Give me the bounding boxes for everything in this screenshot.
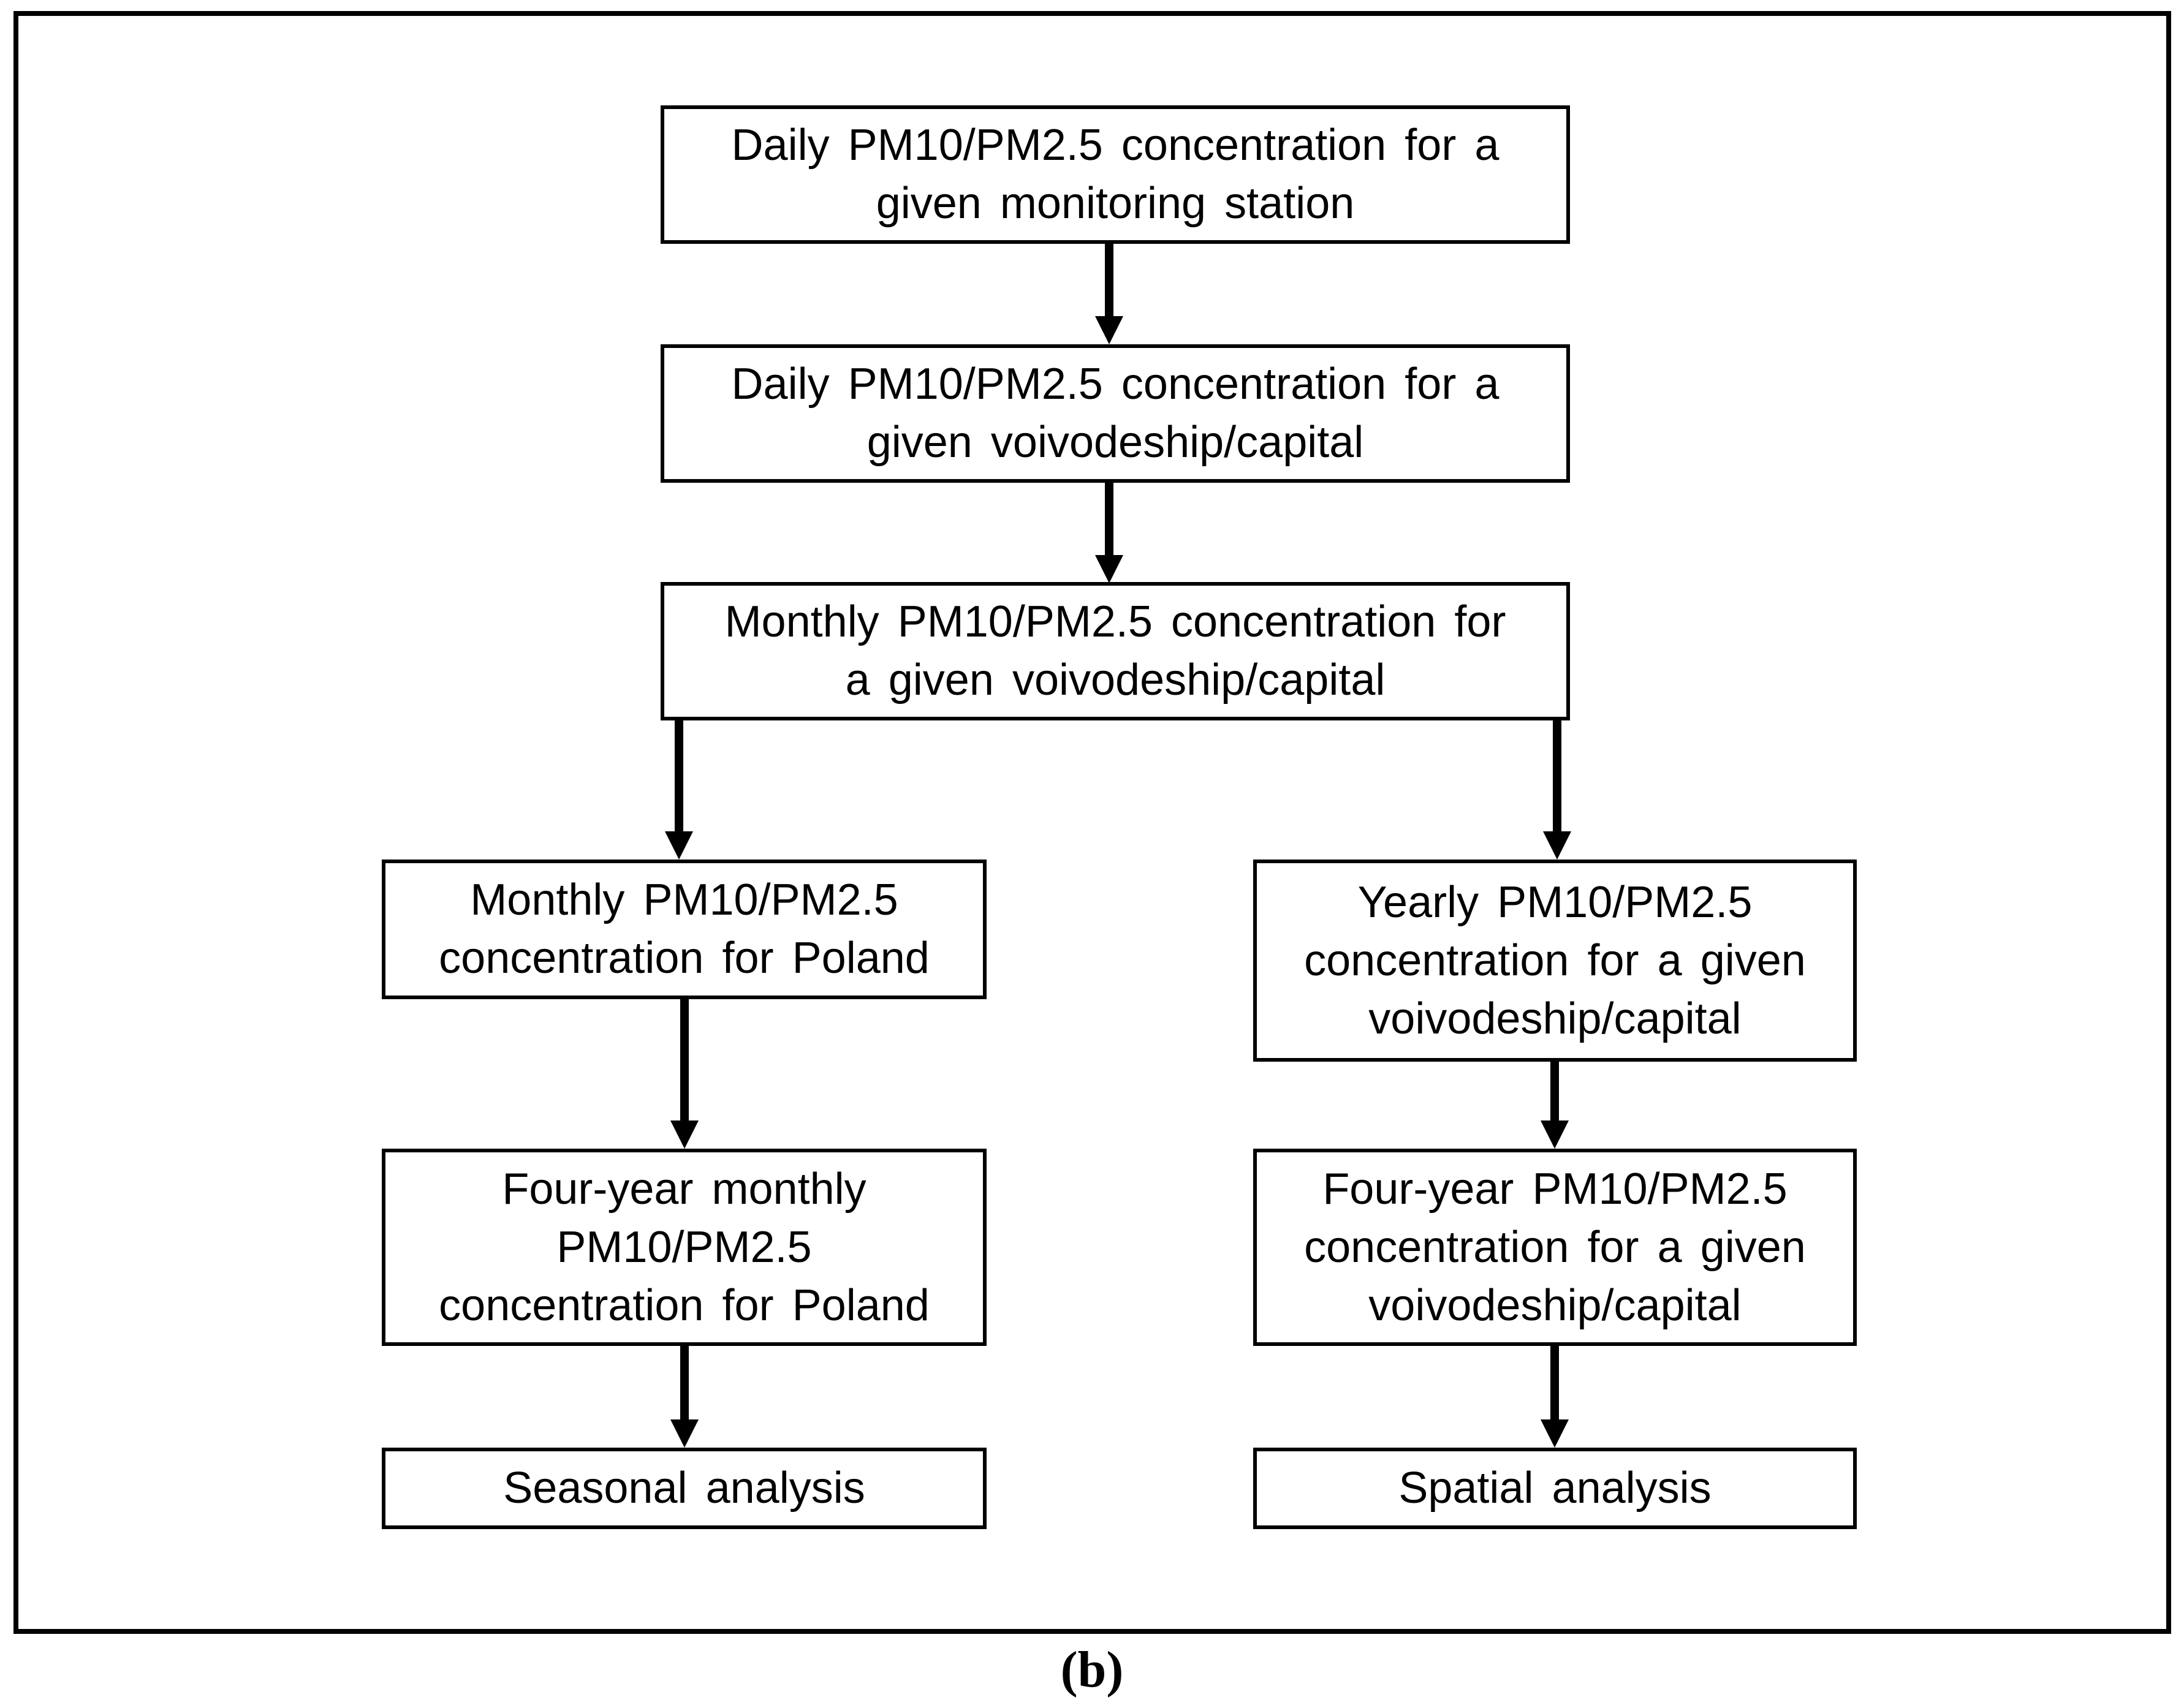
arrow-stem (680, 999, 689, 1121)
arrow-stem (1105, 483, 1113, 556)
flow-box-text: Seasonal analysis (503, 1464, 865, 1513)
flow-box-text: Monthly PM10/PM2.5 (470, 875, 898, 924)
arrow-head (670, 1419, 699, 1448)
flow-box-text: PM10/PM2.5 (556, 1222, 812, 1272)
flow-box-monthly-poland: Monthly PM10/PM2.5 concentration for Pol… (382, 860, 987, 999)
flow-box-text: Yearly PM10/PM2.5 (1357, 877, 1753, 927)
flow-box-monthly-voivodeship: Monthly PM10/PM2.5 concentration for a g… (661, 582, 1570, 720)
arrow-stem (1105, 243, 1113, 317)
arrow-stem (680, 1345, 689, 1420)
flow-box-daily-voivodeship: Daily PM10/PM2.5 concentration for a giv… (661, 344, 1570, 483)
arrow-head (670, 1120, 699, 1149)
arrow-head (665, 831, 693, 860)
flow-box-four-year-voivodeship: Four-year PM10/PM2.5 concentration for a… (1253, 1149, 1857, 1346)
arrow-head (1541, 1120, 1569, 1149)
flow-box-text: given monitoring station (876, 179, 1355, 228)
flow-box-text: concentration for a given (1304, 1222, 1806, 1272)
flow-box-text: Daily PM10/PM2.5 concentration for a (731, 360, 1500, 409)
flow-box-text: voivodeship/capital (1368, 994, 1742, 1043)
flow-box-text: concentration for Poland (439, 934, 930, 983)
arrow-head (1095, 555, 1123, 583)
arrow-head (1541, 1419, 1569, 1448)
flow-box-text: Monthly PM10/PM2.5 concentration for (724, 597, 1506, 646)
flow-box-four-year-monthly-poland: Four-year monthly PM10/PM2.5 concentrati… (382, 1149, 987, 1346)
flow-box-text: Daily PM10/PM2.5 concentration for a (731, 121, 1500, 170)
flow-box-seasonal-analysis: Seasonal analysis (382, 1448, 987, 1529)
arrow-stem (1550, 1061, 1559, 1121)
flow-box-text: Four-year monthly (502, 1164, 866, 1214)
arrow-head (1543, 831, 1571, 860)
flow-box-yearly-voivodeship: Yearly PM10/PM2.5 concentration for a gi… (1253, 860, 1857, 1062)
arrow-stem (1550, 1345, 1559, 1420)
flow-box-text: Four-year PM10/PM2.5 (1322, 1164, 1788, 1214)
figure-caption: (b) (1060, 1641, 1124, 1698)
flow-box-text: voivodeship/capital (1368, 1280, 1742, 1330)
flow-box-spatial-analysis: Spatial analysis (1253, 1448, 1857, 1529)
figure-frame (13, 11, 2171, 1634)
arrow-stem (675, 720, 683, 832)
flow-box-text: given voivodeship/capital (866, 418, 1364, 467)
arrow-stem (1553, 720, 1561, 832)
flow-box-text: concentration for Poland (439, 1280, 930, 1330)
flow-box-text: concentration for a given (1304, 935, 1806, 985)
arrow-head (1095, 316, 1123, 344)
flow-box-text: Spatial analysis (1398, 1464, 1712, 1513)
flow-box-text: a given voivodeship/capital (845, 656, 1386, 705)
flow-box-daily-station: Daily PM10/PM2.5 concentration for a giv… (661, 105, 1570, 244)
